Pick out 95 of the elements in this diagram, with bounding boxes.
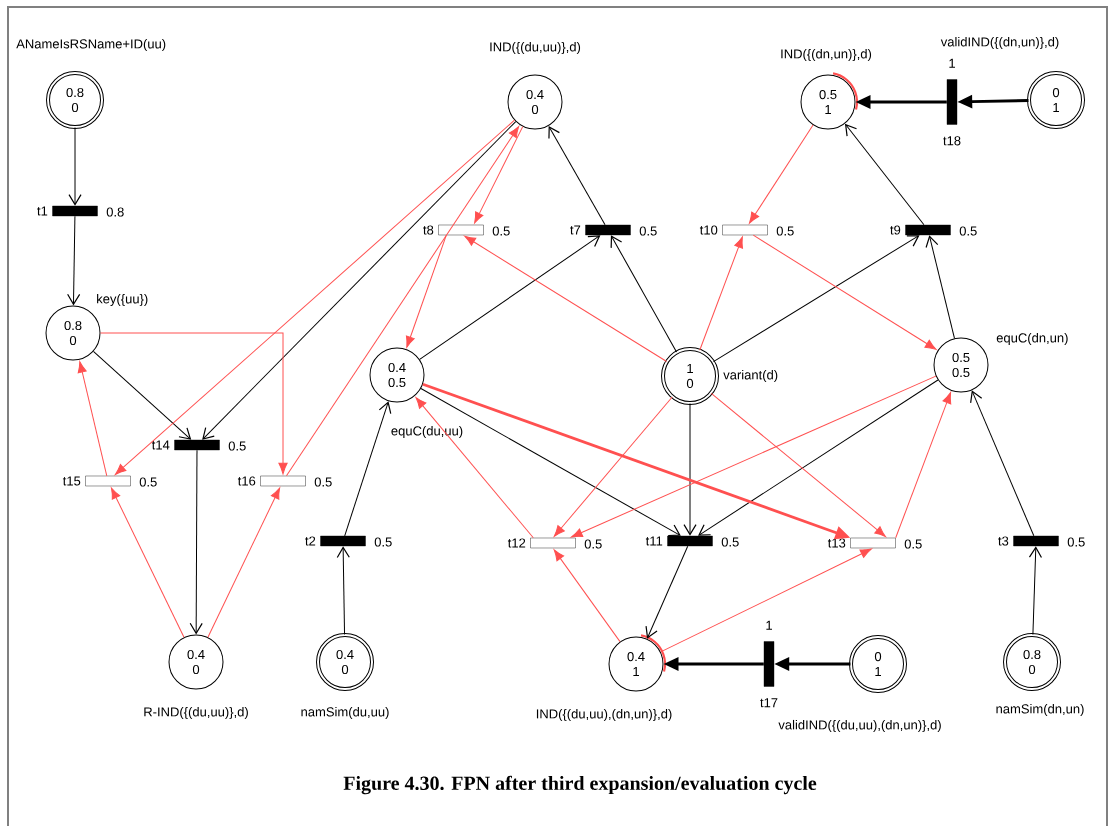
arrow (100, 332, 288, 475)
arrow (92, 350, 192, 440)
transition-bar (438, 224, 484, 236)
transition-bar (667, 535, 713, 547)
place-label: equC(du,uu) (391, 425, 463, 439)
arrow (699, 236, 743, 351)
arrow (553, 396, 673, 537)
transition-bar (260, 475, 306, 487)
figure-caption: Figure 4.30. FPN after third expansion/evaluation cycle (343, 775, 817, 795)
arrow (610, 235, 678, 353)
transition-bar (850, 537, 896, 549)
arrow (68, 127, 82, 206)
transition-bar (320, 535, 366, 547)
transition-label: 0.5 (492, 226, 510, 236)
transition-label: 0.5 (776, 226, 794, 236)
place-label: validIND({(dn,un)},d) (940, 36, 1059, 50)
arrow (336, 546, 350, 635)
transition-bar (85, 475, 131, 487)
transition-label: t3 (998, 536, 1009, 546)
transition-label: 0.5 (228, 441, 246, 451)
arrow (202, 121, 517, 440)
transition-label: t9 (890, 225, 901, 235)
place-label: R-IND({(du,uu)},d) (144, 706, 248, 720)
arrow (844, 123, 925, 226)
transition-bar (52, 205, 98, 217)
transition-label: 0.5 (959, 226, 977, 236)
transition-label: 0.5 (314, 477, 332, 487)
arrow (405, 234, 447, 348)
arrow (415, 397, 534, 539)
transition-label: t17 (760, 698, 778, 708)
transition-label: 0.8 (106, 207, 124, 217)
arrow (571, 375, 937, 538)
place-label: key({uu}) (97, 293, 148, 307)
transition-label: t8 (423, 225, 434, 235)
transition-bar (1013, 535, 1059, 547)
transition-label: 0.5 (904, 539, 922, 549)
arrow (464, 235, 668, 362)
transition-bar (585, 224, 631, 236)
arrow (189, 449, 203, 635)
place-label: variant(d) (723, 369, 778, 383)
place-label: IND({(du,uu),(dn,un)},d) (536, 708, 672, 722)
transition-label: 0.5 (374, 537, 392, 547)
arrow (553, 549, 621, 643)
arrow (698, 379, 939, 536)
transition-label: 0.5 (139, 477, 157, 487)
arrow (420, 388, 681, 537)
transition-bar (722, 224, 768, 236)
transition-label: t10 (699, 225, 718, 235)
transition-bar (905, 224, 951, 236)
arrow (645, 545, 689, 639)
transition-label: 0.5 (584, 539, 602, 549)
arrow (77, 361, 108, 477)
arrow (749, 124, 814, 224)
arrow (344, 401, 392, 537)
arrow (683, 403, 697, 536)
arrow (710, 392, 886, 537)
arrow (114, 119, 515, 475)
arrow (548, 125, 606, 226)
arrow (207, 487, 281, 638)
arrow (1028, 546, 1043, 635)
arrow (925, 235, 955, 339)
arrow (67, 215, 81, 306)
place-label: namSim(dn,un) (996, 703, 1084, 717)
place-label: ANameIsRSName+ID(uu) (16, 38, 166, 52)
transition-label: t7 (570, 225, 581, 235)
arrow (419, 235, 601, 360)
transition-label: t2 (305, 536, 316, 546)
transition-label: 1 (766, 620, 772, 630)
transition-label: t11 (645, 536, 663, 546)
transition-label: 0.5 (721, 537, 739, 547)
arrow (970, 390, 1035, 537)
transition-label: 1 (949, 58, 955, 68)
transition-label: t12 (507, 538, 526, 548)
arrow (110, 487, 185, 638)
transition-label: t18 (943, 136, 961, 146)
transition-label: 0.5 (1067, 537, 1085, 547)
transition-bar (530, 537, 576, 549)
transition-label: t1 (37, 206, 48, 216)
arrow (285, 126, 520, 477)
arrow (474, 126, 524, 224)
transition-label: t13 (827, 538, 846, 548)
transition-label: t16 (237, 476, 256, 486)
place-label: IND({(du,uu)},d) (490, 41, 581, 55)
transition-label: t14 (151, 440, 170, 450)
arrow (712, 235, 920, 363)
transition-label: 0.5 (639, 226, 657, 236)
arrow (752, 234, 937, 350)
arrow (895, 392, 952, 539)
transition-label: t15 (62, 476, 81, 486)
place-label: equC(dn,un) (996, 332, 1068, 346)
place-label: IND({(dn,un)},d) (781, 48, 872, 62)
place-label: validIND({(du,uu),(dn,un)},d) (778, 719, 941, 733)
place-label: namSim(du,uu) (301, 706, 389, 720)
transition-bar (174, 439, 220, 451)
arrow (660, 548, 872, 653)
